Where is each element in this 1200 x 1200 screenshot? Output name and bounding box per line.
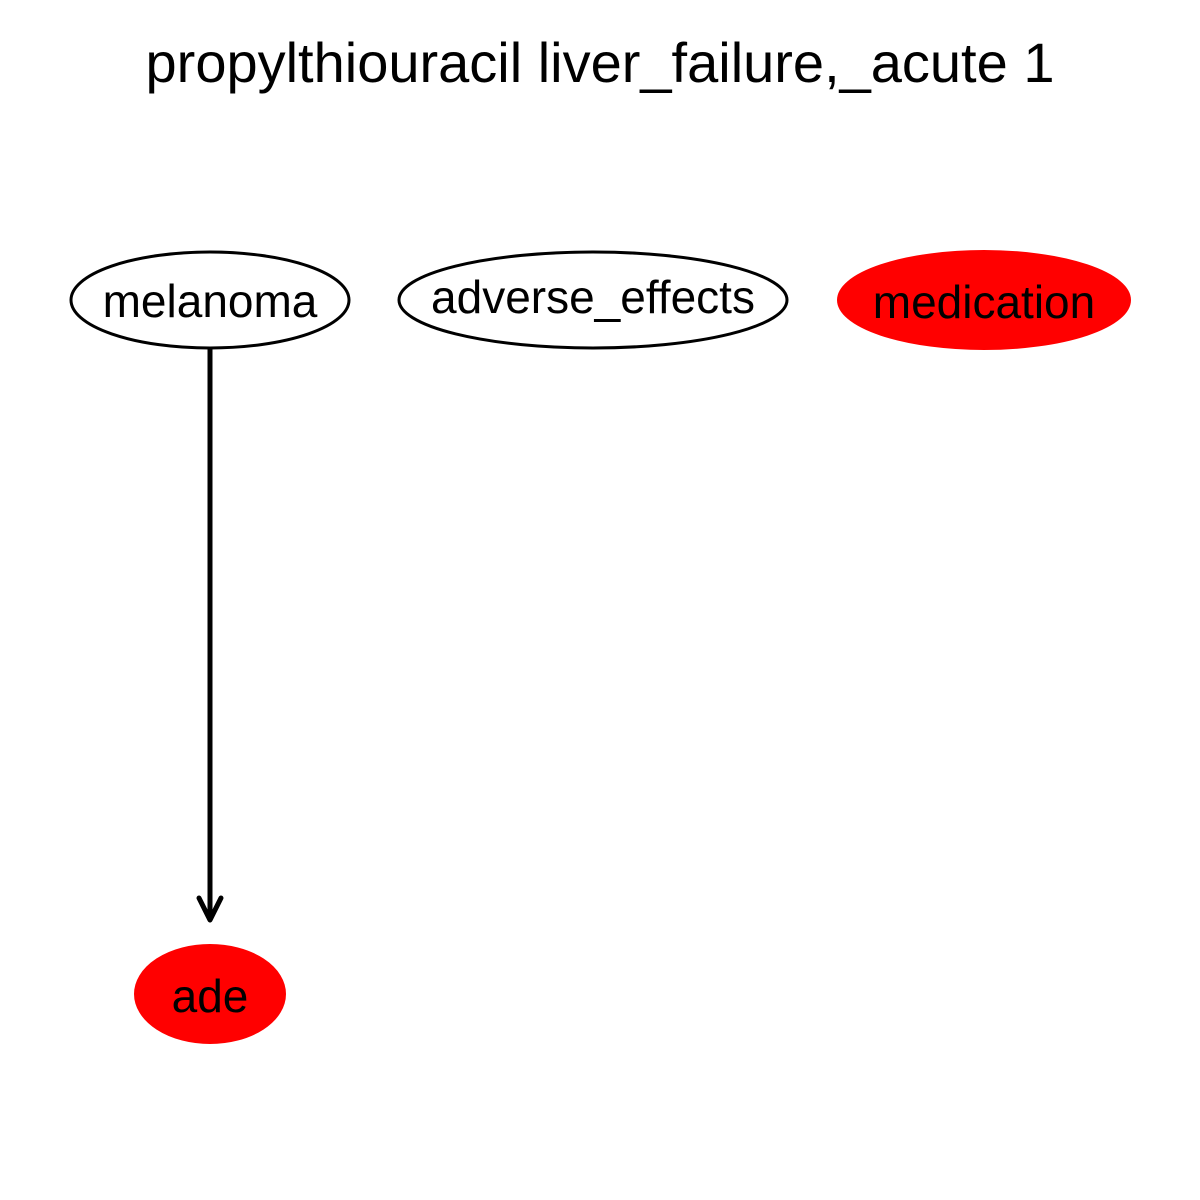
- node-adverse-effects-shape: [397, 250, 789, 350]
- node-medication-label: medication: [873, 276, 1095, 328]
- node-medication[interactable]: medication: [837, 250, 1131, 350]
- node-ade[interactable]: ade: [134, 944, 286, 1044]
- node-melanoma-shape: [69, 250, 351, 350]
- node-ade-label: ade: [172, 970, 249, 1022]
- diagram-title: propylthiouracil liver_failure,_acute 1: [146, 31, 1055, 94]
- node-melanoma[interactable]: melanoma: [69, 250, 351, 350]
- node-melanoma-label: melanoma: [103, 275, 318, 327]
- node-adverse-effects[interactable]: adverse_effects: [397, 250, 789, 350]
- node-adverse-effects-label: adverse_effects: [431, 271, 755, 323]
- edge-melanoma-to-ade: [196, 346, 224, 923]
- node-ade-shape: [134, 944, 286, 1044]
- node-medication-shape: [837, 250, 1131, 350]
- arrowhead-icon: [196, 895, 224, 923]
